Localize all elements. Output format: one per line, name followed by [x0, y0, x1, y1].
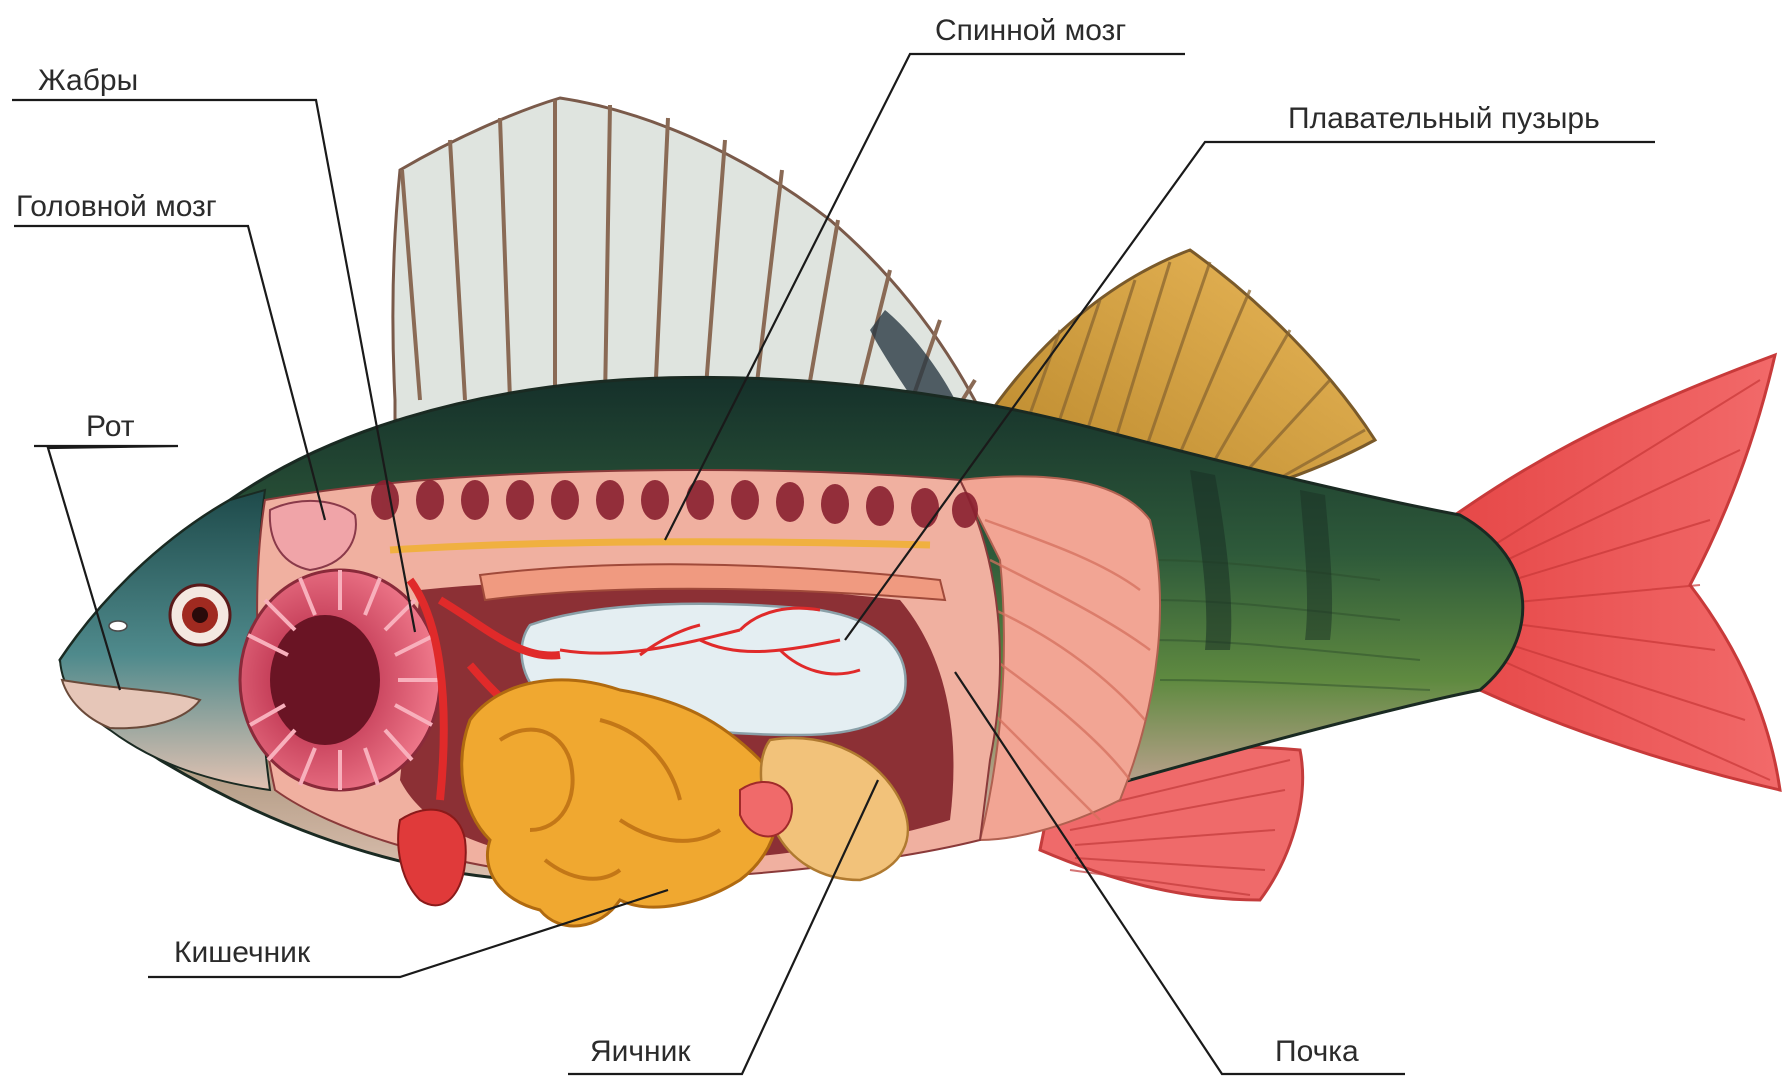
label-swim-bladder: Плавательный пузырь: [1288, 104, 1600, 134]
label-gills: Жабры: [38, 66, 138, 96]
fish-head: [60, 490, 270, 790]
label-mouth: Рот: [86, 412, 134, 442]
label-spinal-cord: Спинной мозг: [935, 16, 1126, 46]
label-kidney: Почка: [1275, 1037, 1359, 1067]
label-ovary: Яичник: [590, 1037, 691, 1067]
spiny-dorsal-fin: [393, 98, 985, 420]
label-brain: Головной мозг: [16, 192, 217, 222]
label-intestine: Кишечник: [174, 938, 310, 968]
